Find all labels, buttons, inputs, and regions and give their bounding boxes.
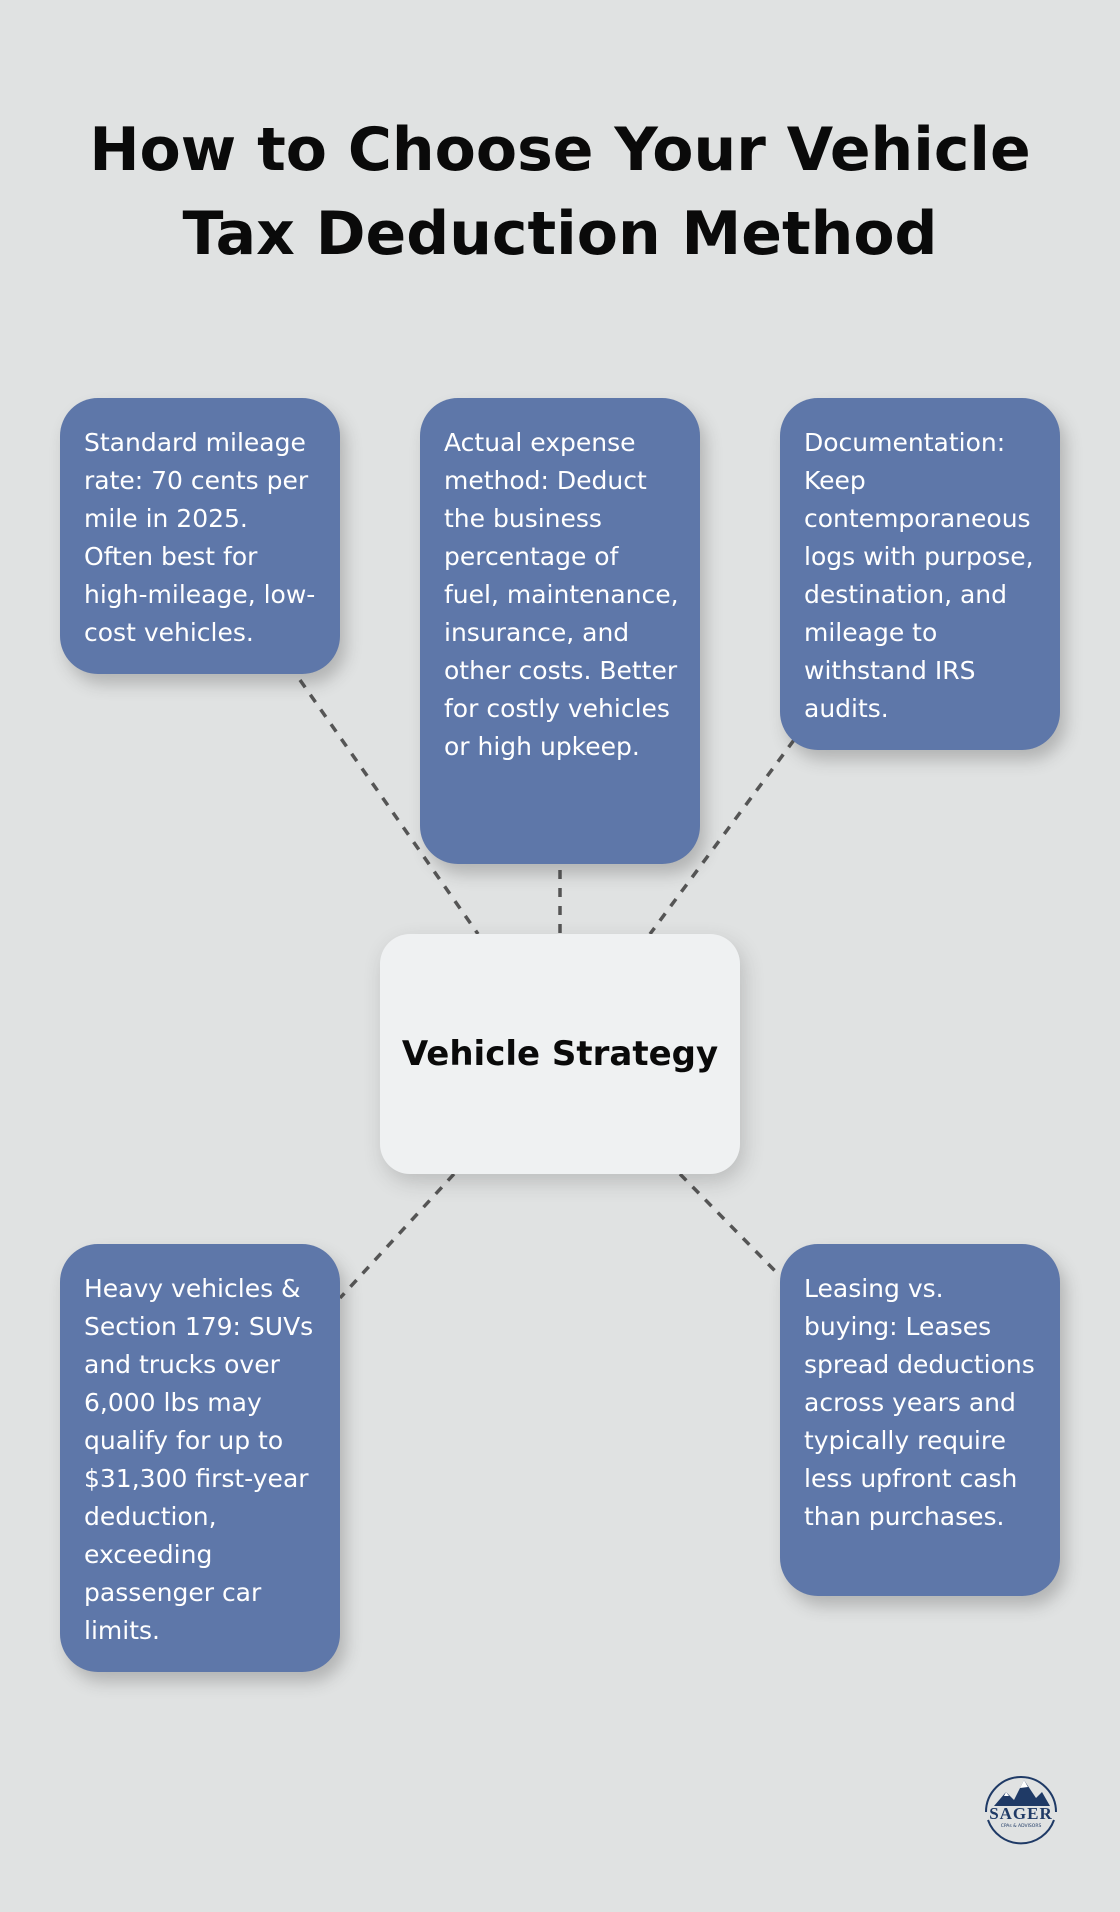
node-leasing-vs-buying: Leasing vs. buying: Leases spread deduct…	[780, 1244, 1060, 1596]
node-heavy-vehicles: Heavy vehicles & Section 179: SUVs and t…	[60, 1244, 340, 1672]
title-line-2: Tax Deduction Method	[182, 199, 938, 269]
node-standard-mileage: Standard mileage rate: 70 cents per mile…	[60, 398, 340, 674]
node-text: Heavy vehicles & Section 179: SUVs and t…	[84, 1274, 314, 1645]
connector-line-1	[298, 678, 480, 936]
logo-tagline: CPAs & ADVISORS	[1001, 1823, 1042, 1829]
page-title: How to Choose Your Vehicle Tax Deduction…	[0, 108, 1120, 276]
node-text: Leasing vs. buying: Leases spread deduct…	[804, 1274, 1035, 1531]
title-line-1: How to Choose Your Vehicle	[89, 115, 1031, 185]
node-text: Documentation: Keep contemporaneous logs…	[804, 428, 1034, 723]
center-node: Vehicle Strategy	[380, 934, 740, 1174]
mountain-logo-icon: SAGER CPAs & ADVISORS	[985, 1776, 1057, 1845]
connector-line-5	[678, 1172, 782, 1278]
connector-line-3	[648, 738, 796, 936]
node-text: Actual expense method: Deduct the busine…	[444, 428, 679, 761]
connector-line-4	[338, 1172, 456, 1300]
node-actual-expense: Actual expense method: Deduct the busine…	[420, 398, 700, 864]
node-documentation: Documentation: Keep contemporaneous logs…	[780, 398, 1060, 750]
center-label: Vehicle Strategy	[401, 1034, 719, 1074]
logo-name: SAGER	[989, 1804, 1053, 1823]
node-text: Standard mileage rate: 70 cents per mile…	[84, 428, 316, 647]
